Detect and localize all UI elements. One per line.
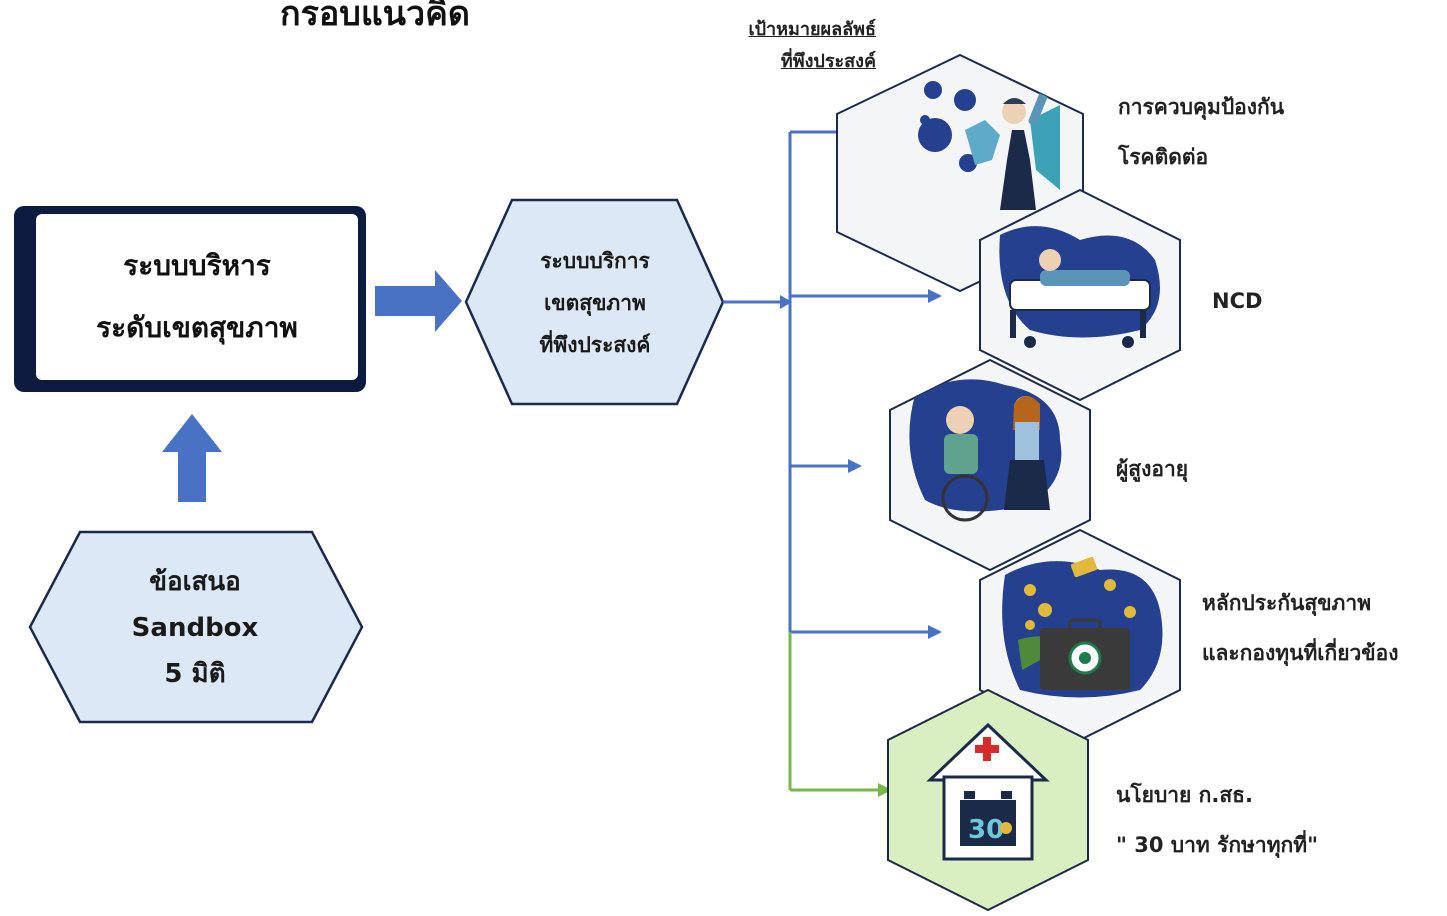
service-line3: ที่พึงประสงค์ bbox=[539, 332, 651, 357]
outcome-5-line1: นโยบาย ก.สธ. bbox=[1116, 783, 1253, 807]
outcome-label-ncd: NCD bbox=[1212, 276, 1262, 326]
connector-arrowhead-3 bbox=[848, 459, 862, 473]
service-line2: เขตสุขภาพ bbox=[544, 290, 646, 315]
outcome-3-line1: ผู้สูงอายุ bbox=[1116, 457, 1189, 481]
page-title: กรอบแนวคิด bbox=[280, 0, 470, 34]
admin-line1: ระบบบริหาร bbox=[123, 249, 271, 282]
outcome-label-policy: นโยบาย ก.สธ. " 30 บาท รักษาทุกที่" bbox=[1116, 770, 1318, 870]
sandbox-line2: Sandbox bbox=[131, 612, 259, 643]
policy-30-icon-text: 30 bbox=[968, 815, 1004, 845]
policy-connector bbox=[788, 632, 880, 792]
sandbox-label: ข้อเสนอ Sandbox 5 มิติ bbox=[40, 535, 350, 720]
right-arrow-admin-to-service bbox=[375, 270, 462, 332]
admin-line2: ระดับเขตสุขภาพ bbox=[96, 311, 298, 344]
outcome-2-line1: NCD bbox=[1212, 289, 1263, 313]
connector-arrowhead-4 bbox=[928, 625, 942, 639]
goals-heading-line1: เป้าหมายผลลัพธ์ bbox=[748, 19, 876, 40]
outcome-1-line2: โรคติดต่อ bbox=[1118, 145, 1209, 169]
outcome-5-line2: " 30 บาท รักษาทุกที่" bbox=[1116, 833, 1319, 857]
sandbox-hexagon bbox=[28, 530, 364, 724]
goals-heading-line2: ที่พึงประสงค์ bbox=[780, 51, 876, 72]
up-arrow bbox=[162, 414, 222, 502]
goals-heading: เป้าหมายผลลัพธ์ ที่พึงประสงค์ bbox=[690, 14, 876, 78]
sandbox-line3: 5 มิติ bbox=[164, 658, 226, 689]
service-system-hexagon bbox=[464, 198, 725, 406]
outcome-connectors bbox=[723, 130, 930, 634]
outcome-4-line1: หลักประกันสุขภาพ bbox=[1202, 591, 1372, 615]
outcome-1-line1: การควบคุมป้องกัน bbox=[1118, 95, 1285, 119]
hospital-bed-patient-icon bbox=[979, 188, 1181, 402]
sandbox-line1: ข้อเสนอ bbox=[149, 566, 241, 597]
connector-arrowhead-2 bbox=[928, 289, 942, 303]
admin-system-box: ระบบบริหาร ระดับเขตสุขภาพ bbox=[14, 206, 366, 392]
service-line1: ระบบบริการ bbox=[540, 248, 650, 273]
elderly-wheelchair-icon bbox=[889, 358, 1091, 572]
service-system-label: ระบบบริการ เขตสุขภาพ ที่พึงประสงค์ bbox=[470, 205, 720, 400]
outcome-4-line2: และกองทุนที่เกี่ยวข้อง bbox=[1202, 641, 1399, 665]
outcome-label-elderly: ผู้สูงอายุ bbox=[1116, 444, 1188, 494]
hospital-30-baht-icon: 30 bbox=[887, 688, 1089, 912]
outcome-label-communicable: การควบคุมป้องกัน โรคติดต่อ bbox=[1118, 82, 1284, 182]
outcome-label-health-fund: หลักประกันสุขภาพ และกองทุนที่เกี่ยวข้อง bbox=[1202, 578, 1399, 678]
